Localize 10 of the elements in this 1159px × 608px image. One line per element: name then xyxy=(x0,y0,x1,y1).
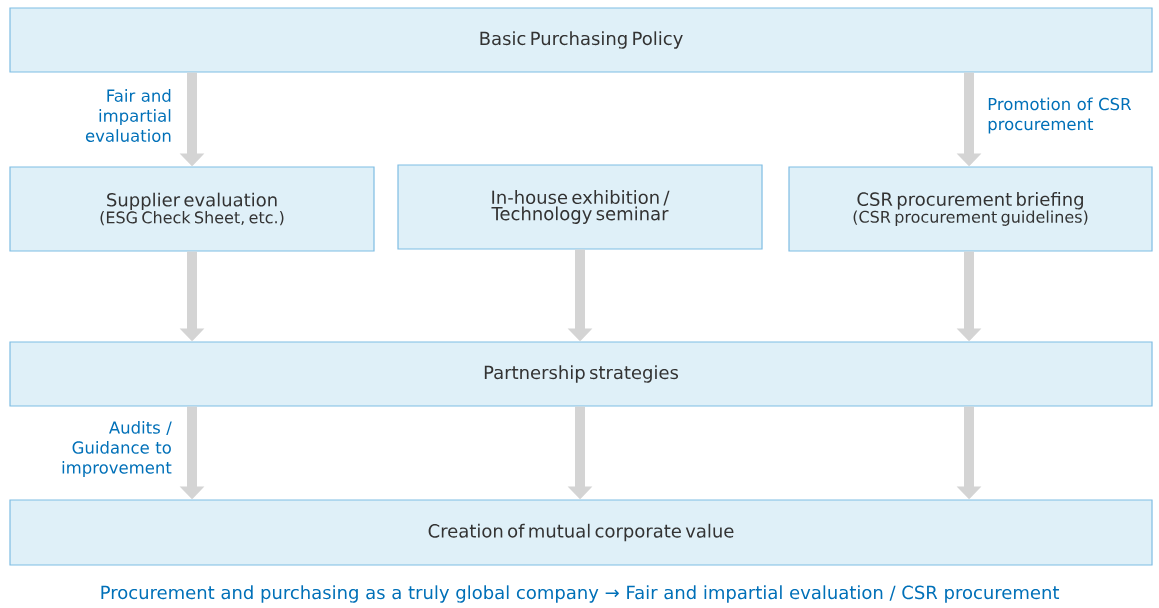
caption: Procurement and purchasing as a truly global company → Fair and impartial evaluation / CSR procurement xyxy=(101,585,1060,603)
edge-label: Audits / Guidance to improvement xyxy=(62,421,172,477)
edge-label: Promotion of CSR procurement xyxy=(988,97,1132,134)
process-box: Creation of mutual corporate value xyxy=(9,499,1153,566)
process-box: Supplier evaluation (ESG Check Sheet, etc.) xyxy=(9,166,375,252)
process-box: Basic Purchasing Policy xyxy=(9,7,1153,73)
edge-label: Fair and impartial evaluation xyxy=(85,89,171,142)
process-box: In-house exhibition / Technology seminar xyxy=(397,164,763,250)
process-box: CSR procurement briefing (CSR procurement guidelines) xyxy=(788,166,1153,252)
process-box: Partnership strategies xyxy=(9,341,1153,407)
